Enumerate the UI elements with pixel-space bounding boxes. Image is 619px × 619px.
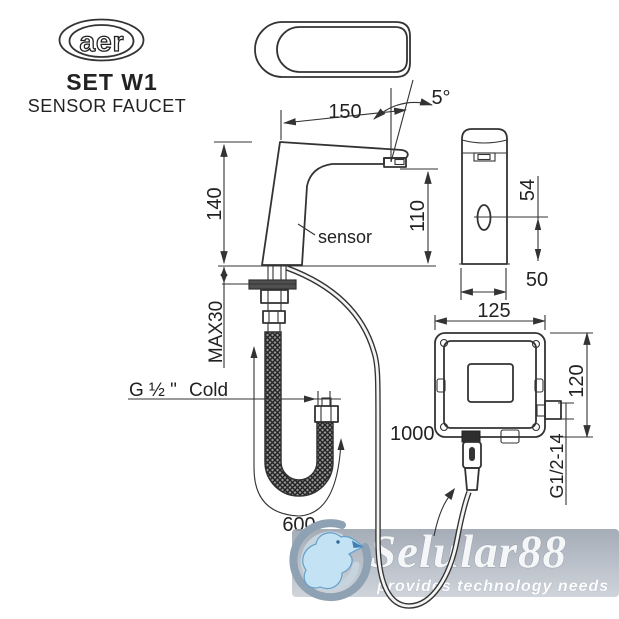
cold-leader-arrow [304,395,316,403]
inlet-thread-label: G ½ " [129,380,177,401]
watermark-band [292,529,619,597]
dim-box-height: 120 [550,331,593,439]
dim-body-width: 50 [459,268,548,300]
dim-spout-reach-label: 150 [328,101,361,123]
dim-sensor-height-label: 54 [517,179,539,201]
screw-icon [439,422,449,432]
watermark-logo [289,519,372,602]
faucet-front-view [459,128,548,265]
dim-deck-thickness-label: MAX30 [206,301,227,363]
screw-icon [531,339,541,349]
aerator [383,157,407,168]
logo-outer-ellipse [58,18,145,62]
front-clip-detail [473,152,496,162]
dim-box-width: 125 [433,300,547,330]
sensor-leader-line [297,223,316,236]
dim-box-height-label: 120 [566,364,588,397]
mounting-nut [260,289,289,304]
faucet-side-view: sensor [261,141,409,266]
bottom-tab [500,429,520,444]
dim-spout-angle-label: 5° [431,87,450,109]
hose-inlet-nut [314,405,339,423]
dim-sensor-height: 54 [517,176,542,261]
dim-box-width-label: 125 [477,300,510,322]
dim-cable-length-label: 1000 [390,423,435,445]
logo-inner-ellipse [68,24,135,58]
control-box-window [467,363,514,403]
cold-inlet-callout: G ½ " Cold [128,380,341,407]
outlet-connector [544,400,562,420]
screw-icon [439,338,449,348]
cable-socket [461,430,481,443]
product-subtitle: SENSOR FAUCET [28,96,187,116]
plug-strain-relief [464,467,480,491]
brand-logo: aer [58,18,145,62]
right-tab [534,378,544,393]
hose-coupling [262,310,286,324]
inlet-water-label: Cold [189,380,228,401]
aerator-detail [394,158,405,166]
screw-icon [531,422,541,432]
left-tab [436,378,446,393]
sensor-label: sensor [318,227,372,247]
braided-hose [264,331,339,497]
outlet-thread-label: G1/2-14 [547,433,567,498]
watermark: Selular88 provides technology needs [289,519,619,602]
outlet-thread-callout: G1/2-14 [547,402,574,505]
product-title: SET W1 [66,69,158,95]
watermark-name: Selular88 [370,526,567,578]
dim-body-width-label: 50 [526,269,548,291]
mounting-assembly [222,266,297,333]
dim-faucet-height-label: 140 [204,187,226,220]
control-box [434,332,562,491]
bird-icon [302,532,365,590]
watermark-tagline: provides technology needs [376,578,609,595]
dim-outlet-height-label: 110 [407,200,429,232]
dim-outlet-height: 110 [400,168,438,265]
brand-logo-text: aer [79,26,124,57]
dim-spout-angle: 5° [373,87,451,162]
dim-deck-thickness: MAX30 [206,267,228,368]
faucet-top-view [254,21,411,78]
dim-faucet-height: 140 [204,141,252,265]
sensor-cable [286,265,472,609]
